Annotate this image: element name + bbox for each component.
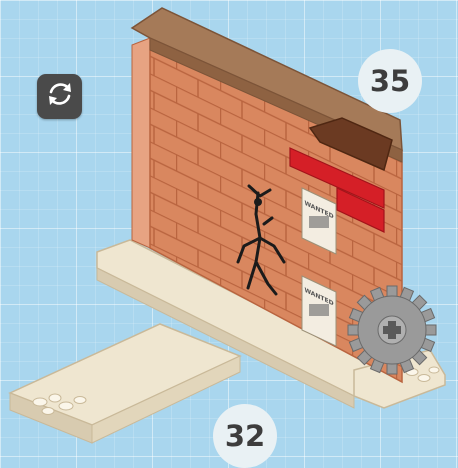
wall-side-face (132, 38, 150, 248)
step-number-label: 35 (370, 64, 410, 98)
step-number-badge-35: 35 (358, 49, 422, 113)
step-number-label: 32 (225, 419, 265, 453)
gear-icon (348, 286, 436, 374)
rotate-view-button[interactable] (37, 74, 82, 119)
step-number-badge-32: 32 (213, 404, 277, 468)
rotate-arrows-icon (44, 78, 76, 115)
